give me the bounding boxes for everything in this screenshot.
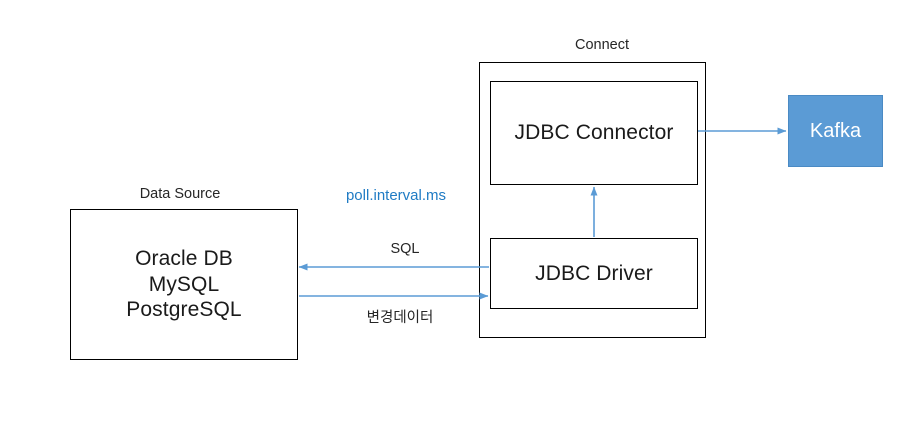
data-source-caption: Data Source [139,186,221,202]
data-source-box[interactable]: Oracle DB MySQL PostgreSQL [70,209,298,360]
connect-group-box [479,62,706,338]
jdbc-connector-label: JDBC Connector [514,121,674,145]
changed-data-edge-label: 변경데이터 [366,310,434,326]
poll-interval-edge-label: poll.interval.ms [345,187,447,204]
jdbc-connector-box[interactable]: JDBC Connector [490,81,698,185]
kafka-box[interactable]: Kafka [788,95,883,167]
sql-edge-label: SQL [390,241,420,257]
jdbc-driver-box[interactable]: JDBC Driver [490,238,698,309]
kafka-label: Kafka [809,119,862,142]
data-source-label: Oracle DB MySQL PostgreSQL [126,247,242,322]
connect-caption: Connect [574,37,629,53]
jdbc-driver-label: JDBC Driver [535,261,653,285]
